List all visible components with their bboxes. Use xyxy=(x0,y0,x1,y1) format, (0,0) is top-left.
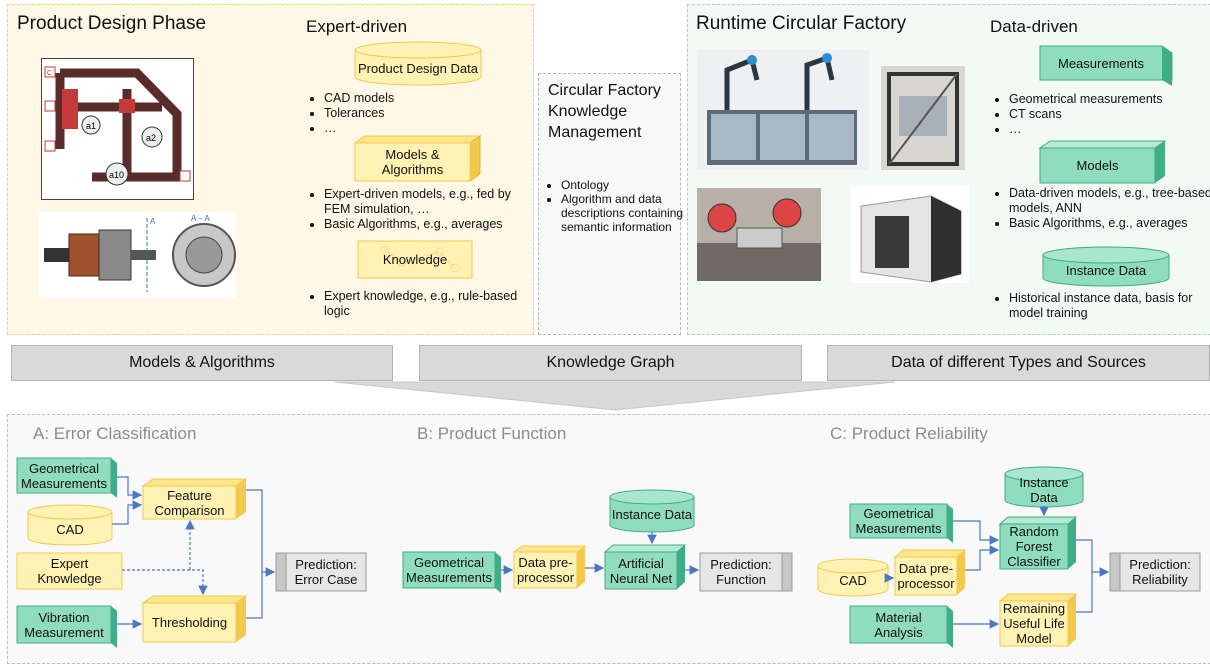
a-vibration-card xyxy=(16,605,117,648)
runtime-bullets-2: Data-driven models, e.g., tree-based mod… xyxy=(993,186,1210,231)
c-material-card xyxy=(849,605,953,648)
bullet-item: Algorithm and data descriptions containi… xyxy=(561,192,689,234)
armature-photo: A A – A xyxy=(39,212,236,298)
a-threshold-cube xyxy=(141,595,248,643)
design-subtitle: Expert-driven xyxy=(306,17,408,36)
section-b-title: B: Product Function xyxy=(417,424,567,443)
cad-drawing-image: a1 a2 a10 C xyxy=(41,58,194,200)
bullet-item: Expert knowledge, e.g., rule-based logic xyxy=(324,289,539,319)
a-expert-box xyxy=(16,552,123,590)
ct-frame-photo xyxy=(881,66,965,170)
b-instance-db xyxy=(609,489,695,533)
a-cad-db xyxy=(27,504,113,546)
bullet-item: Basic Algorithms, e.g., averages xyxy=(1009,216,1210,231)
c-arrows xyxy=(884,506,1110,629)
design-bullets-3: Expert knowledge, e.g., rule-based logic xyxy=(308,289,539,319)
c-label: C xyxy=(47,70,52,77)
b-prep-cube xyxy=(512,545,587,589)
bullet-item: Geometrical measurements xyxy=(1009,92,1210,107)
c-prep-cube xyxy=(893,549,967,596)
instance-data-db xyxy=(1042,246,1170,287)
knowledge-management-panel xyxy=(538,73,681,335)
knowledge-box xyxy=(357,240,473,279)
a-feature-cube xyxy=(141,478,248,520)
bar-models-algorithms: Models & Algorithms xyxy=(11,345,393,381)
bar-data-types: Data of different Types and Sources xyxy=(827,345,1210,381)
b-ann-cube xyxy=(603,544,687,590)
runtime-subtitle: Data-driven xyxy=(990,17,1078,36)
c-prediction-box xyxy=(1109,552,1201,592)
c-instance-db xyxy=(1004,466,1084,508)
a-arrows xyxy=(112,476,276,629)
ct-scanner-photo xyxy=(851,186,969,283)
a1-label: a1 xyxy=(86,121,96,131)
a2-label: a2 xyxy=(146,133,156,143)
bullet-item: … xyxy=(1009,122,1210,137)
c-rul-cube xyxy=(998,593,1078,647)
runtime-title: Runtime Circular Factory xyxy=(696,13,907,34)
bullet-item: CAD models xyxy=(324,91,534,106)
a-geo-card xyxy=(16,457,117,498)
b-prediction-box xyxy=(699,552,793,592)
b-arrows xyxy=(501,532,700,575)
design-title: Product Design Phase xyxy=(17,13,207,34)
models-cube xyxy=(1038,140,1167,184)
robot-cell-photo xyxy=(697,50,869,170)
section-c-title: C: Product Reliability xyxy=(830,424,988,443)
c-geo-card xyxy=(849,503,953,543)
product-design-data-db xyxy=(354,41,482,86)
bullet-item: CT scans xyxy=(1009,107,1210,122)
bullet-item: Data-driven models, e.g., tree-based mod… xyxy=(1009,186,1210,216)
km-bullet-list: OntologyAlgorithm and data descriptions … xyxy=(545,178,689,234)
section-a-title: A: Error Classification xyxy=(33,424,197,443)
bullet-item: Tolerances xyxy=(324,106,534,121)
bullet-item: Ontology xyxy=(561,178,689,192)
a10-label: a10 xyxy=(109,170,124,180)
merge-arrow-icon xyxy=(334,381,896,411)
measurements-card xyxy=(1039,45,1173,86)
models-algorithms-cube xyxy=(353,135,482,182)
design-bullets-1: CAD modelsTolerances… xyxy=(308,91,534,136)
bullet-item: … xyxy=(324,121,534,136)
runtime-bullets-3: Historical instance data, basis for mode… xyxy=(993,291,1210,321)
runtime-bullets-1: Geometrical measurementsCT scans… xyxy=(993,92,1210,137)
bar-knowledge-graph: Knowledge Graph xyxy=(419,345,802,381)
c-cad-db xyxy=(817,558,889,597)
section-a-label: A xyxy=(150,217,156,226)
section-aa-label: A – A xyxy=(191,214,210,223)
bullet-item: Basic Algorithms, e.g., averages xyxy=(324,217,539,232)
b-geo-card xyxy=(402,551,501,593)
km-title: Circular Factory Knowledge Management xyxy=(548,82,661,141)
design-bullets-2: Expert-driven models, e.g., fed by FEM s… xyxy=(308,187,539,232)
disassembly-photo xyxy=(697,188,821,281)
bullet-item: Historical instance data, basis for mode… xyxy=(1009,291,1210,321)
a-prediction-box xyxy=(275,552,367,592)
c-rf-cube xyxy=(998,516,1078,570)
bullet-item: Expert-driven models, e.g., fed by FEM s… xyxy=(324,187,539,217)
